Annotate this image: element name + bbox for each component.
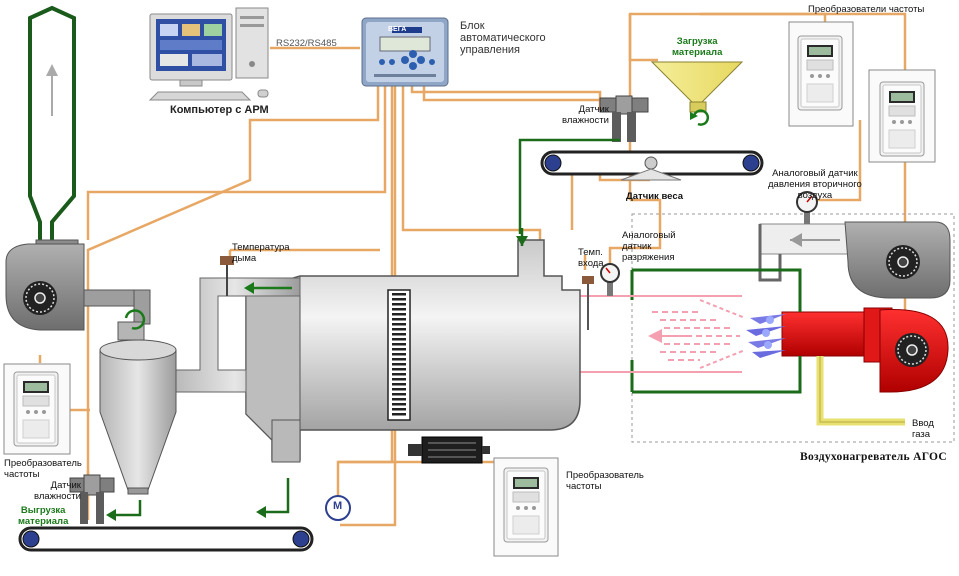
flame-icon: [746, 314, 786, 358]
drum-ring-tooth: [392, 378, 406, 381]
drum-dryer-icon: [245, 239, 581, 463]
frequency-converter-icon-2: [868, 69, 936, 163]
moisture-sensor-bottom-label: Датчик влажности: [34, 480, 81, 502]
hopper-flow-arrow: [692, 109, 709, 126]
conveyor-bottom-icon: [18, 526, 314, 552]
drum-ring-tooth: [392, 298, 406, 301]
frequency-converter-icon: [788, 21, 854, 127]
computer-label: Компьютер с АРМ: [170, 104, 269, 116]
exhaust-duct: [169, 277, 301, 393]
pressure-gauge-icon: [796, 191, 818, 224]
drum-ring-tooth: [392, 338, 406, 341]
frequency-converters-label: Преобразователи частоты: [808, 4, 925, 15]
inlet-temperature-label: Темп. входа: [578, 247, 604, 269]
drum-ring-tooth: [392, 383, 406, 386]
moisture-sensor-top-icon: [599, 95, 649, 142]
heater-boundary: [631, 213, 955, 443]
gas-pipe-outline: [819, 356, 905, 423]
secondary-air-duct: [758, 223, 851, 282]
cyclone-flow-arrow: [124, 309, 146, 330]
weight-sensor-label: Датчик веса: [626, 191, 684, 202]
heater-label: Воздухонагреватель АГОС: [800, 451, 948, 463]
frequency-converter-icon-bottom: [493, 457, 559, 557]
frequency-converter-left-label: Преобразователь частоты: [4, 458, 82, 480]
frequency-converter-bottom-label: Преобразователь частоты: [566, 470, 644, 492]
hot-gas-flow: [580, 295, 746, 373]
drum-ring-tooth: [392, 328, 406, 331]
drum-ring-tooth: [392, 403, 406, 406]
fan-icon-right: [844, 221, 951, 299]
moisture-sensor-bottom-icon: [69, 474, 115, 524]
conveyor-top-icon: [540, 150, 764, 181]
inlet-temperature-sensor-icon: [582, 276, 594, 330]
motor-icon: [325, 495, 351, 521]
drum-drive-motor-icon: [408, 436, 490, 464]
combustion-chamber-bottom: [632, 356, 802, 394]
vacuum-sensor-label: Аналоговый датчик разряжения: [622, 230, 676, 263]
drum-ring-tooth: [392, 413, 406, 416]
control-unit-brand: ВЕГА: [388, 26, 407, 33]
drum-ring-tooth: [392, 398, 406, 401]
drum-ring-tooth: [392, 313, 406, 316]
smoke-temperature-sensor-icon: [220, 256, 234, 296]
drum-ring-tooth: [392, 323, 406, 326]
cyclone-icon: [99, 321, 177, 495]
drum-ring-tooth: [392, 408, 406, 411]
fan-icon-left: [5, 239, 151, 331]
drum-ring-tooth: [392, 343, 406, 346]
drum-ring-tooth: [392, 363, 406, 366]
drum-ring-tooth: [392, 318, 406, 321]
combustion-chamber-top: [632, 268, 802, 312]
drum-ring-tooth: [392, 348, 406, 351]
drum-ring-tooth: [392, 308, 406, 311]
computer-icon: [148, 7, 269, 101]
frequency-converter-icon-left: [3, 363, 71, 455]
drum-ring-tooth: [392, 293, 406, 296]
drum-ring-tooth: [392, 353, 406, 356]
drum-ring-tooth: [392, 358, 406, 361]
exhaust-stack-icon: [28, 5, 76, 246]
interface-label: RS232/RS485: [276, 38, 337, 49]
hot-gas-arrow: [648, 329, 662, 343]
gas-inlet-label: Ввод газа: [912, 418, 934, 440]
drum-ring-tooth: [392, 373, 406, 376]
burner-icon: [781, 307, 949, 393]
smoke-temperature-label: Температура дыма: [232, 242, 290, 264]
vacuum-gauge-icon: [600, 263, 620, 296]
drum-ring-tooth: [392, 393, 406, 396]
drum-ring-tooth: [392, 333, 406, 336]
moisture-sensor-top-label: Датчик влажности: [562, 104, 609, 126]
material-unload-label: Выгрузка материала: [18, 505, 69, 527]
hopper-icon: [650, 61, 744, 113]
control-unit-icon: [361, 17, 449, 87]
drum-ring-tooth: [392, 303, 406, 306]
control-unit-label: Блок автоматического управления: [460, 20, 546, 56]
drum-ring-tooth: [392, 388, 406, 391]
material-load-label: Загрузка материала: [672, 36, 723, 58]
motor-label: М: [333, 500, 343, 512]
drum-ring-tooth: [392, 368, 406, 371]
pressure-sensor-label: Аналоговый датчик давления вторичного во…: [768, 168, 862, 201]
